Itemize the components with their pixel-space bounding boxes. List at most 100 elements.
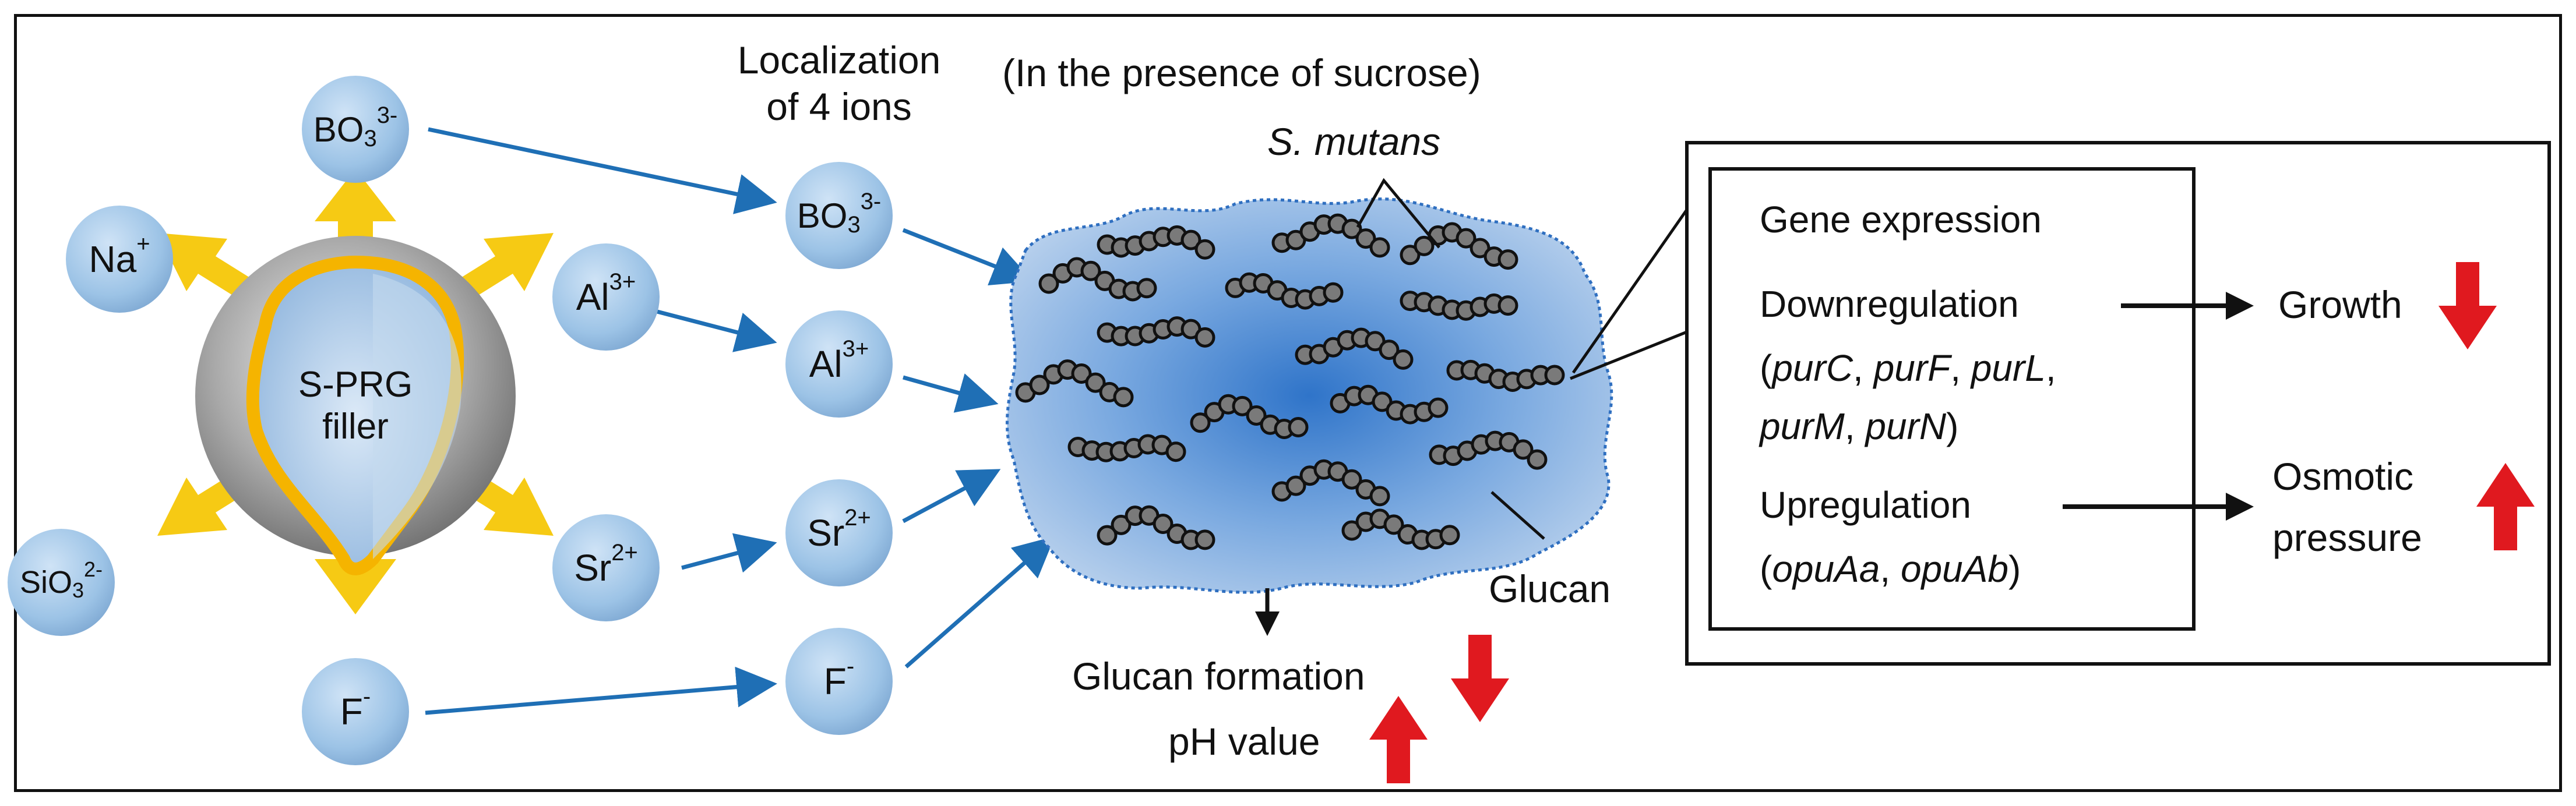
arrow-bo3-to-local bbox=[428, 127, 777, 214]
bacterium-bead bbox=[1136, 278, 1157, 299]
bacterium-bead bbox=[1379, 340, 1400, 360]
local-ion-circle-sr bbox=[785, 479, 893, 586]
bacterium-bead bbox=[1038, 273, 1059, 294]
yellow-arrow-upright bbox=[449, 233, 554, 303]
bacterium-bead bbox=[1383, 514, 1404, 535]
bacteria-chain bbox=[1400, 222, 1518, 270]
bacteria-chain bbox=[1097, 505, 1215, 550]
glucan-label: Glucan bbox=[1489, 567, 1611, 610]
localization-title-line2: of 4 ions bbox=[766, 85, 912, 128]
bacterium-bead bbox=[1355, 228, 1376, 249]
bacterium-bead bbox=[1165, 441, 1186, 462]
bacterium-bead bbox=[1097, 525, 1118, 546]
bacterium-bead bbox=[1428, 397, 1449, 418]
ion-circle-bo3 bbox=[302, 76, 409, 183]
bacterium-bead bbox=[1194, 529, 1215, 550]
ion-circle-f bbox=[302, 658, 409, 765]
bacteria-chain bbox=[1190, 394, 1309, 440]
bacteria-chain bbox=[1067, 434, 1186, 462]
figure-frame bbox=[14, 14, 2562, 792]
osmotic-label-line1: Osmotic bbox=[2272, 455, 2414, 498]
bacteria-label: S. mutans bbox=[1267, 120, 1441, 163]
bacteria-chains bbox=[1015, 213, 1565, 550]
bacteria-chain bbox=[1015, 359, 1134, 408]
bacterium-bead bbox=[1369, 237, 1390, 258]
bacterium-bead bbox=[1085, 372, 1106, 393]
bacteria-chain bbox=[1038, 257, 1157, 302]
local-ion-circle-al bbox=[785, 310, 893, 418]
upregulation-label: Upregulation bbox=[1760, 484, 1971, 526]
bacteria-chain bbox=[1429, 430, 1548, 470]
yellow-arrow-up bbox=[315, 169, 396, 268]
yellow-arrow-upleft bbox=[157, 233, 262, 303]
localization-title-line1: Localization bbox=[737, 38, 941, 82]
bacterium-bead bbox=[1111, 514, 1132, 535]
bacterium-bead bbox=[1393, 349, 1414, 370]
ion-circles bbox=[8, 76, 893, 765]
ion-circle-sio3 bbox=[8, 529, 115, 636]
bacterium-bead bbox=[1341, 469, 1362, 490]
filler-label-line2: filler bbox=[322, 406, 389, 447]
callout-line-b bbox=[1571, 208, 1689, 374]
bacterium-bead bbox=[1194, 239, 1215, 260]
ph-up-arrow bbox=[1369, 696, 1428, 783]
glucan-cloud bbox=[1006, 197, 1613, 594]
bacterium-bead bbox=[1341, 218, 1362, 239]
bacteria-chain bbox=[1097, 225, 1215, 260]
arrow-sr-to-glucan bbox=[902, 469, 1001, 524]
glucan-formation-label: Glucan formation bbox=[1072, 655, 1365, 698]
arrow-f-to-glucan bbox=[904, 536, 1055, 669]
bacteria-chain bbox=[1295, 327, 1414, 370]
bacterium-bead bbox=[1113, 387, 1134, 408]
bacterium-bead bbox=[1414, 235, 1435, 256]
bacteria-chain bbox=[1271, 459, 1390, 507]
ion-circle-al bbox=[552, 243, 660, 351]
bacterium-bead bbox=[1232, 395, 1253, 416]
bacterium-bead bbox=[1029, 374, 1050, 395]
bacterium-bead bbox=[1080, 260, 1101, 281]
bacteria-chain bbox=[1097, 316, 1215, 348]
glucan-formation-down-arrow bbox=[1451, 635, 1509, 722]
osmotic-up-arrow bbox=[2476, 463, 2535, 550]
ion-label-f: F- bbox=[340, 683, 371, 733]
arrow-sr-to-local bbox=[681, 533, 777, 573]
bacteria-chain bbox=[1271, 213, 1390, 258]
bacteria-chain bbox=[1341, 508, 1460, 550]
filler-label-line1: S-PRG bbox=[298, 365, 413, 405]
arrow-al-to-glucan bbox=[903, 373, 999, 413]
up-genes: (opuAa, opuAb) bbox=[1760, 548, 2021, 590]
ph-value-label: pH value bbox=[1168, 720, 1320, 763]
ion-label-na: Na+ bbox=[89, 231, 150, 281]
sprg-filler bbox=[195, 236, 516, 575]
bacteria-chain bbox=[1446, 359, 1565, 393]
bacterium-bead bbox=[1190, 412, 1211, 433]
bacterium-bead bbox=[1369, 486, 1390, 507]
osmotic-label-line2: pressure bbox=[2272, 516, 2422, 559]
local-ion-label-f: F- bbox=[823, 653, 855, 703]
red-arrows bbox=[1369, 262, 2535, 783]
growth-down-arrow bbox=[2438, 262, 2497, 349]
downregulation-label: Downregulation bbox=[1760, 283, 2019, 325]
down-genes-line2: purM, purN) bbox=[1760, 405, 1959, 447]
bacterium-bead bbox=[1180, 229, 1201, 250]
callout-inner-box bbox=[1708, 167, 2196, 631]
bacterium-bead bbox=[1246, 405, 1267, 426]
bacteria-chain bbox=[1225, 272, 1344, 310]
bacterium-bead bbox=[1439, 525, 1460, 546]
bacterium-bead bbox=[1288, 417, 1309, 438]
arrow-bo3-to-glucan bbox=[902, 228, 1034, 285]
bacteria-chain bbox=[1400, 291, 1518, 321]
bacterium-bead bbox=[1456, 228, 1476, 249]
local-ion-circle-f bbox=[785, 628, 893, 735]
bacterium-bead bbox=[1071, 363, 1092, 384]
glucan-pointer bbox=[1490, 491, 1545, 540]
bacterium-bead bbox=[1400, 245, 1421, 266]
sucrose-label: (In the presence of sucrose) bbox=[1002, 51, 1481, 94]
